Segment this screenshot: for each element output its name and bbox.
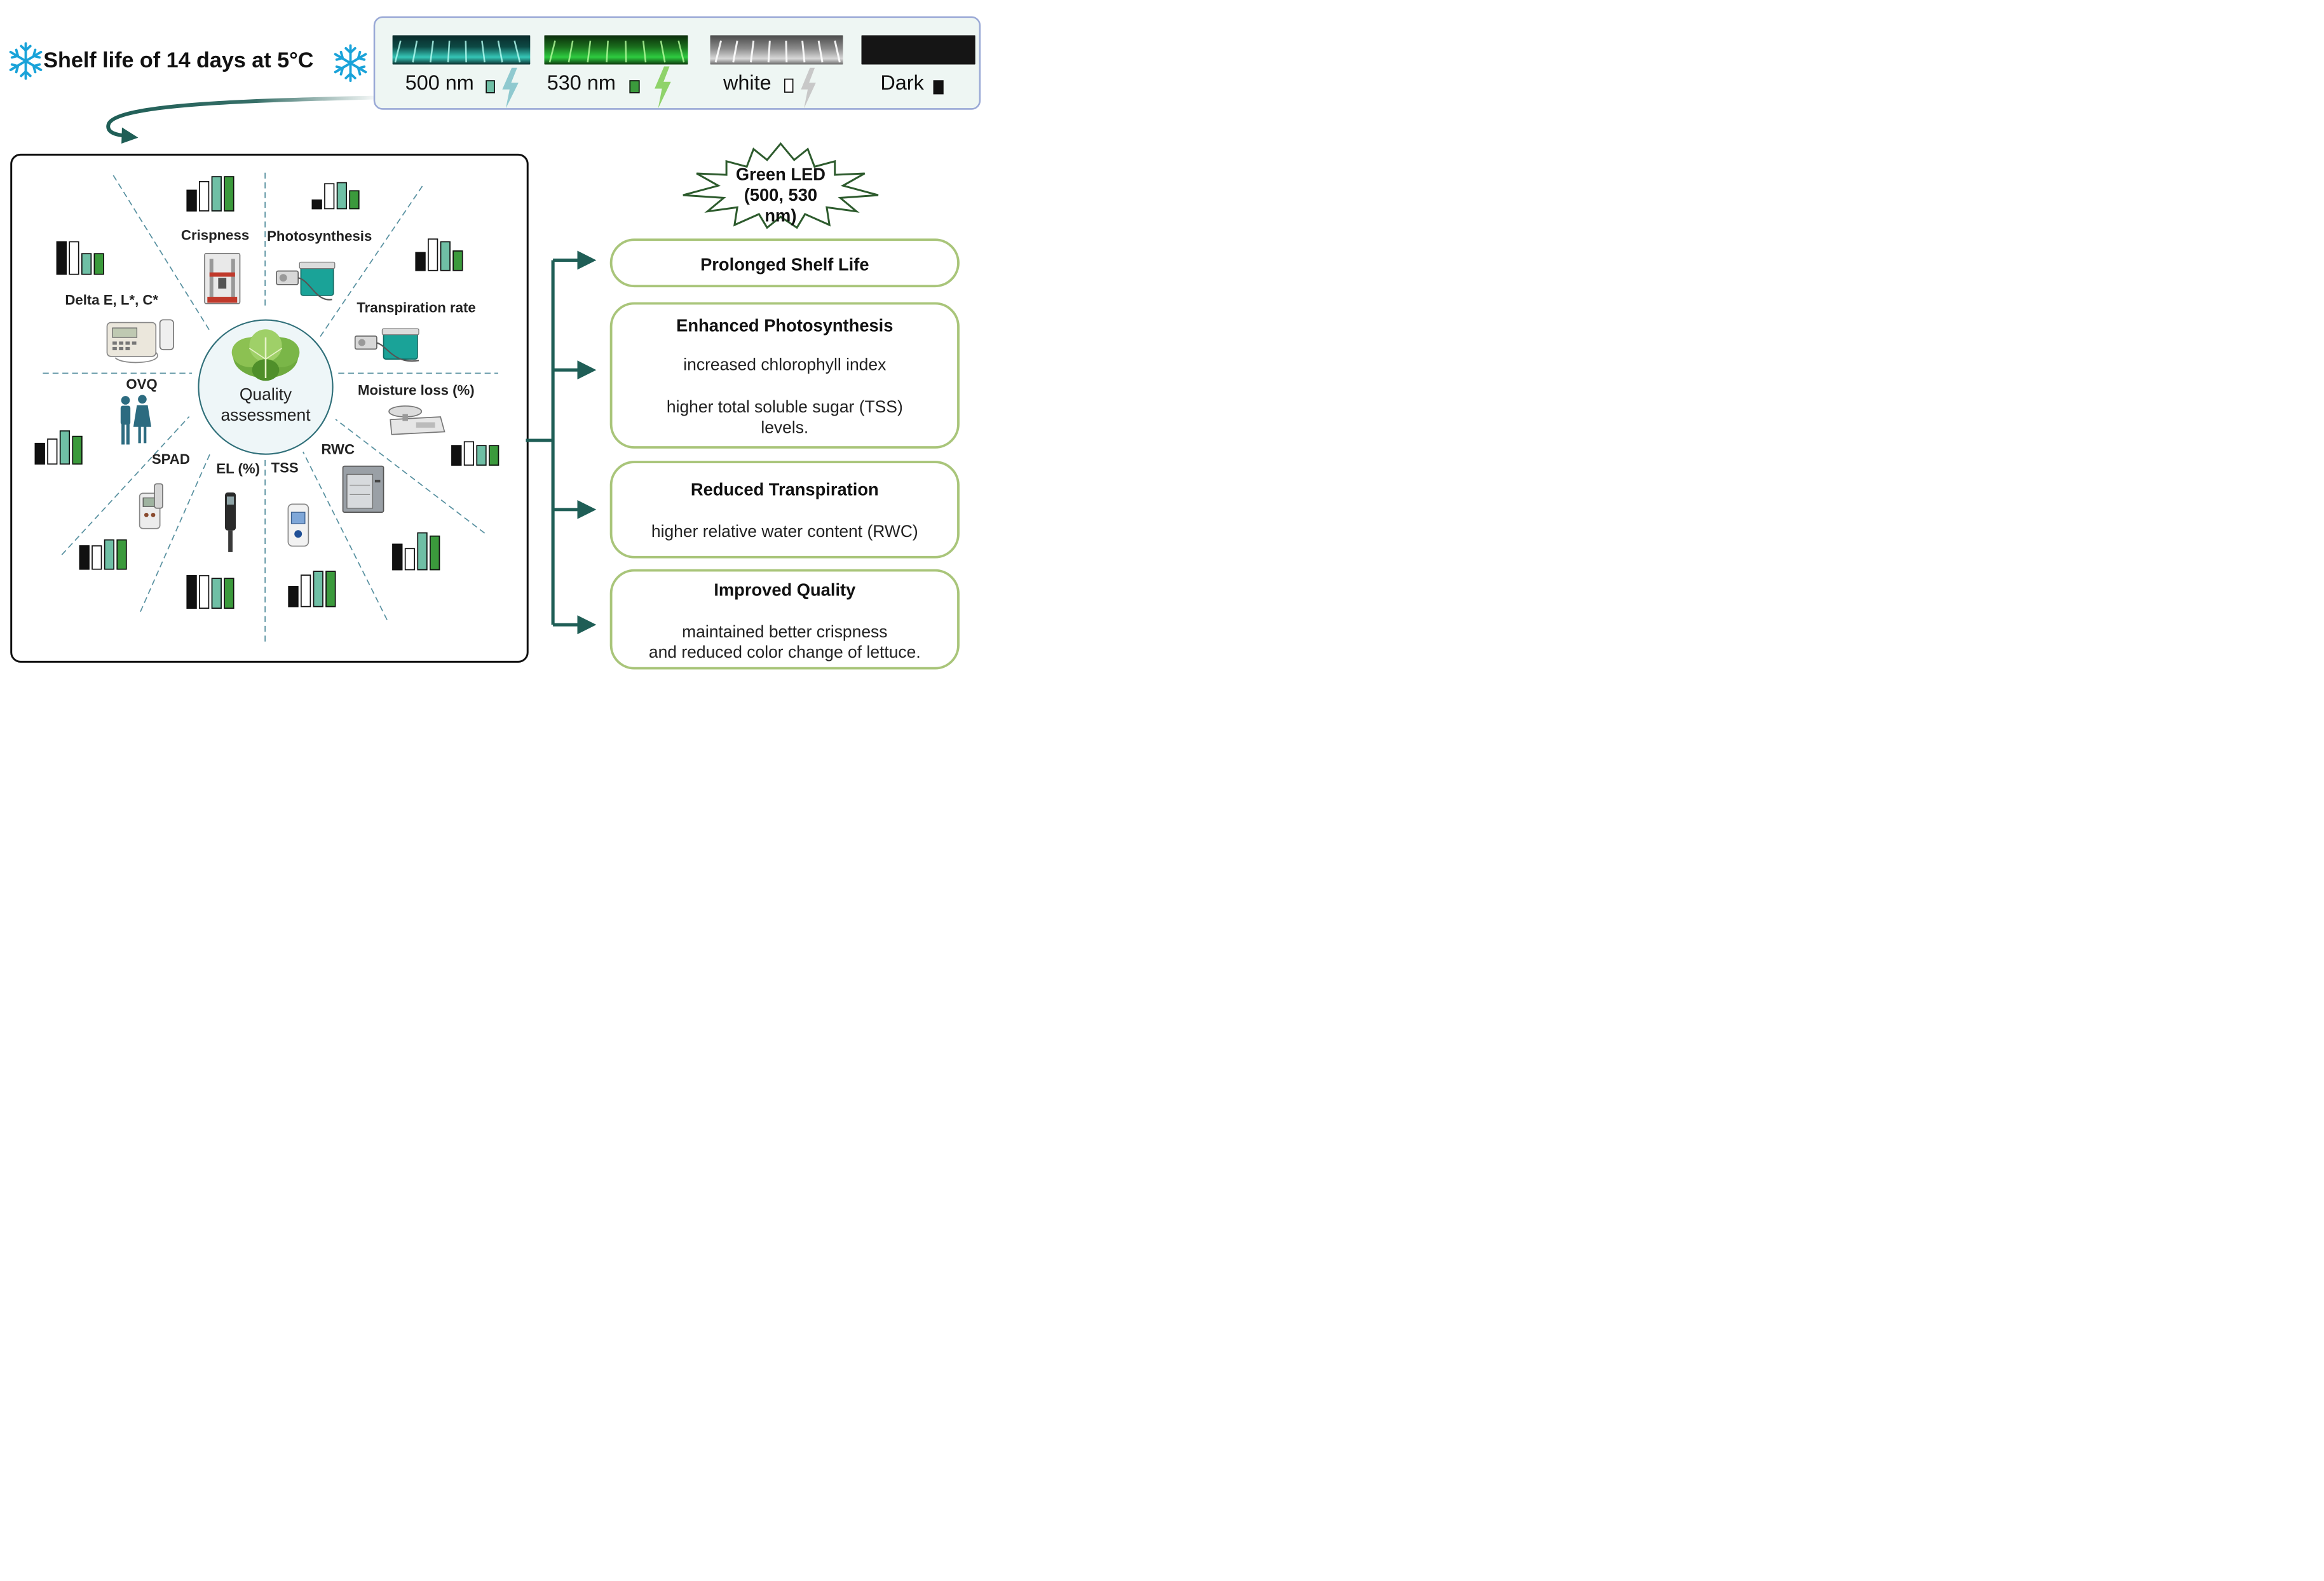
led-white-label: white [723,71,771,95]
result-prolonged-shelf-life: Prolonged Shelf Life [609,238,960,288]
param-ovq: OVQ [126,376,158,393]
lightning-530nm-icon [655,66,671,109]
swatch-dark [933,80,944,95]
bars-photosynthesis [311,182,360,210]
led-530nm-label: 530 nm [547,71,616,95]
result-detail: levels. [761,418,809,437]
bars-el [186,575,234,609]
bars-crispness [186,176,234,212]
center-label: Quality assessment [198,384,333,426]
bars-transpiration [415,238,463,271]
lightning-500nm-icon [502,67,519,109]
transpiration-system-icon [354,328,419,362]
result-reduced-transpiration: Reduced Transpiration higher relative wa… [609,461,960,559]
lightning-white-icon [801,67,816,109]
green-led-line2: (500, 530 nm) [744,185,818,226]
bars-ovq [34,430,83,465]
texture-analyzer-icon [204,252,241,304]
swatch-white [784,78,794,93]
lettuce-icon [231,329,300,381]
ec-meter-icon [225,492,236,552]
branch-arrows [526,250,597,635]
result-detail: increased chlorophyll index [683,355,887,374]
bars-tss [288,571,336,607]
param-rwc: RWC [321,441,355,458]
result-title: Prolonged Shelf Life [700,254,869,275]
led-white-image [710,35,843,65]
led-530nm-image [544,35,688,65]
people-icon [120,395,152,445]
title-snowflake-left-icon [8,41,43,83]
oven-icon [342,465,384,513]
bars-color [56,241,104,275]
swatch-500nm [486,80,495,93]
photosynthesis-system-icon [276,261,336,301]
green-led-label: Green LED (500, 530 nm) [726,164,835,226]
result-detail: higher total soluble sugar (TSS) [666,397,903,417]
swatch-530nm [629,80,640,93]
radial-dashed-lines [43,172,498,642]
param-crispness: Crispness [180,227,250,243]
param-photosynthesis: Photosynthesis [267,228,372,245]
title-snowflake-right-icon [333,43,368,85]
bars-spad [79,539,127,570]
bars-rwc [392,532,440,571]
center-label-line1: Quality [239,385,292,404]
param-color: Delta E, L*, C* [65,292,159,308]
result-title: Reduced Transpiration [690,479,879,499]
param-tss: TSS [271,459,299,476]
dark-treatment-image [861,35,975,65]
param-el: EL (%) [216,461,260,477]
refractometer-icon [287,503,309,547]
result-detail: and reduced color change of lettuce. [648,642,921,662]
param-transpiration: Transpiration rate [357,299,476,316]
green-led-line1: Green LED [735,164,826,184]
curved-arrow-icon [106,95,374,144]
bars-moisture [451,441,499,466]
spad-meter-icon [139,483,163,529]
dark-label: Dark [880,71,924,95]
balance-scale-icon [388,405,445,435]
led-500nm-label: 500 nm [405,71,474,95]
param-moisture: Moisture loss (%) [358,382,475,398]
led-500nm-image [392,35,531,65]
result-improved-quality: Improved Quality maintained better crisp… [609,569,960,670]
result-title: Enhanced Photosynthesis [676,315,894,336]
param-spad: SPAD [151,451,190,468]
center-label-line2: assessment [221,405,311,424]
result-enhanced-photosynthesis: Enhanced Photosynthesis increased chloro… [609,302,960,449]
colorimeter-icon [106,319,174,363]
green-led-starburst [683,142,879,229]
result-detail: maintained better crispness [682,622,888,641]
page-title: Shelf life of 14 days at 5°C [43,48,314,72]
result-title: Improved Quality [714,580,856,600]
result-detail: higher relative water content (RWC) [651,522,918,541]
